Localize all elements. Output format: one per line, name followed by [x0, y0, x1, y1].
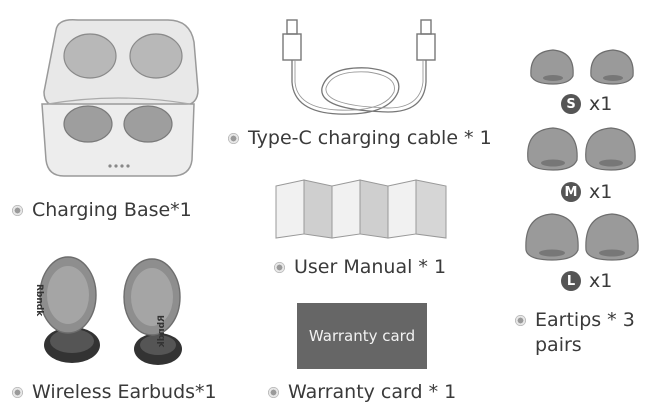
earbud-right-logo: Rbndk: [157, 315, 167, 348]
bullet-icon: [12, 205, 23, 216]
eartips-large-image: [525, 213, 639, 261]
warranty-card-label: Warranty card * 1: [268, 383, 456, 402]
user-manual-image: [275, 179, 447, 239]
wireless-earbuds-label: Wireless Earbuds*1: [12, 383, 217, 402]
eartip-size-small: S x1: [561, 93, 612, 115]
wireless-earbuds-image: [39, 256, 182, 365]
type-c-cable-image: [282, 19, 436, 115]
bullet-icon: [274, 262, 285, 273]
bullet-icon: [12, 387, 23, 398]
size-badge-m: M: [561, 182, 581, 202]
eartips-label-line2: pairs: [535, 334, 582, 356]
earbud-left-logo: Rbndk: [34, 284, 44, 317]
eartips-label: Eartips * 3: [515, 311, 635, 330]
warranty-card-image: Warranty card: [297, 303, 427, 369]
bullet-icon: [268, 387, 279, 398]
charging-base-label: Charging Base*1: [12, 201, 192, 220]
bullet-icon: [228, 133, 239, 144]
eartip-size-medium: M x1: [561, 181, 612, 203]
eartips-small-image: [530, 49, 634, 85]
size-badge-s: S: [561, 94, 581, 114]
charging-base-image: [41, 18, 199, 177]
user-manual-label: User Manual * 1: [274, 258, 446, 277]
eartip-size-large: L x1: [561, 270, 612, 292]
size-badge-l: L: [561, 271, 581, 291]
bullet-icon: [515, 315, 526, 326]
eartips-medium-image: [527, 127, 636, 171]
type-c-cable-label: Type-C charging cable * 1: [228, 129, 492, 148]
